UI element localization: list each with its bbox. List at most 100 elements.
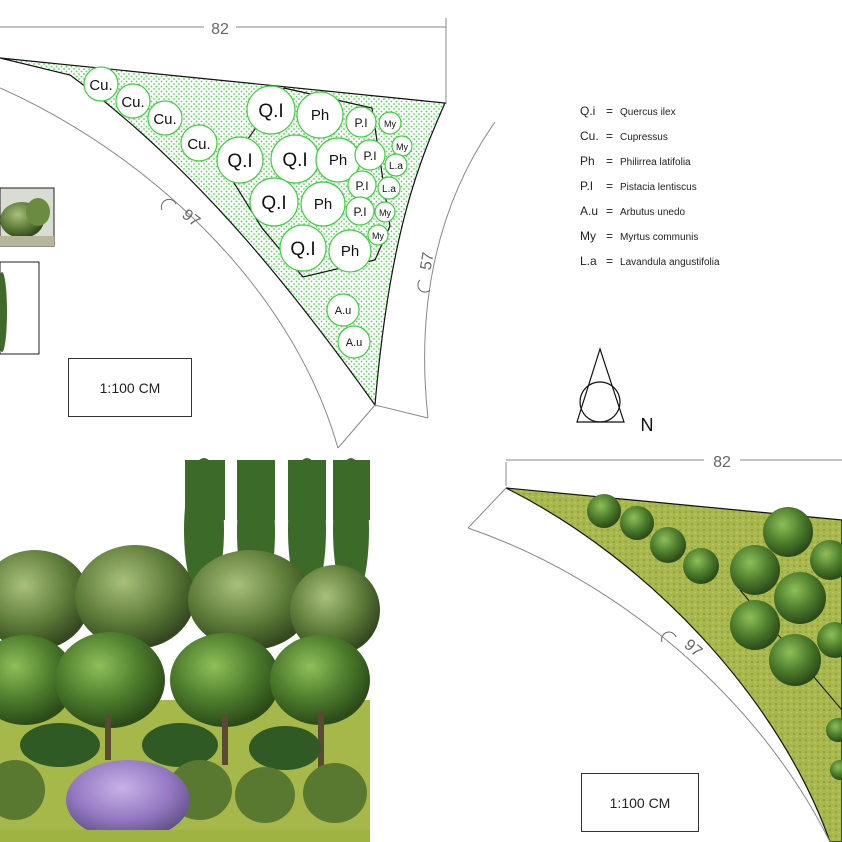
plant-circle-quercus bbox=[249, 177, 299, 227]
legend-equals: = bbox=[606, 104, 614, 118]
legend-equals: = bbox=[606, 254, 614, 268]
plant-label: Ph bbox=[311, 107, 329, 124]
tree-quercus bbox=[774, 572, 826, 624]
plant-label: Q.I bbox=[258, 101, 283, 122]
plant-label: My bbox=[372, 231, 384, 241]
plant-label: Ph bbox=[329, 152, 347, 169]
plant-label: A.u bbox=[335, 305, 352, 317]
dimension-arc-mark bbox=[160, 198, 177, 211]
legend-abbr: Ph bbox=[580, 154, 595, 168]
plant-label: Cu. bbox=[187, 136, 210, 153]
legend-equals: = bbox=[606, 129, 614, 143]
legend-abbr: A.u bbox=[580, 204, 599, 218]
plant-label: My bbox=[379, 208, 391, 218]
legend-row: Ph = Philirrea latifolia bbox=[580, 154, 720, 179]
legend-abbr: Q.i bbox=[580, 104, 596, 118]
legend-row: Cu. = Cupressus bbox=[580, 129, 720, 154]
tree-phillyrea bbox=[810, 540, 842, 580]
plant-circle-phillyrea bbox=[300, 181, 346, 227]
plant-circle-pistacia bbox=[354, 139, 386, 171]
legend-equals: = bbox=[606, 204, 614, 218]
legend-abbr: Cu. bbox=[580, 129, 599, 143]
tree-arbutus bbox=[826, 718, 842, 742]
legend-row: L.a = Lavandula angustifolia bbox=[580, 254, 720, 279]
plant-label: A.u bbox=[346, 337, 363, 349]
elevation-render bbox=[0, 458, 380, 842]
dimension-label-arc: 97 bbox=[179, 206, 204, 230]
legend-name: Cupressus bbox=[620, 132, 668, 143]
plant-circle-cupressus bbox=[180, 124, 218, 162]
tree-cupressus bbox=[587, 494, 621, 528]
legend-equals: = bbox=[606, 154, 614, 168]
outer-arc-right bbox=[424, 121, 496, 419]
plant-circle-phillyrea bbox=[328, 229, 372, 273]
dimension-label-top: 82 bbox=[211, 21, 229, 38]
legend-name: Myrtus communis bbox=[620, 232, 699, 243]
scale-box-top: 1:100 CM bbox=[68, 358, 192, 417]
dimension-arc-mark bbox=[417, 279, 431, 293]
plant-label: P.I bbox=[363, 149, 376, 163]
tree-cupressus bbox=[683, 548, 719, 584]
tree-quercus bbox=[769, 634, 821, 686]
plant-circle-myrtus bbox=[374, 201, 396, 223]
legend-name: Pistacia lentiscus bbox=[620, 182, 697, 193]
legend-name: Lavandula angustifolia bbox=[620, 257, 720, 268]
plant-label: P.I bbox=[355, 179, 368, 193]
legend-row: P.I = Pistacia lentiscus bbox=[580, 179, 720, 204]
legend-name: Arbutus unedo bbox=[620, 207, 686, 218]
arc-connector bbox=[337, 404, 376, 449]
dimension-label-arc: 97 bbox=[681, 636, 706, 661]
tree-cupressus bbox=[620, 506, 654, 540]
plant-circle-lavandula bbox=[384, 153, 408, 177]
plant-circle-quercus bbox=[279, 224, 327, 272]
plant-circle-myrtus bbox=[378, 111, 402, 135]
legend-equals: = bbox=[606, 229, 614, 243]
arc-connector bbox=[374, 404, 429, 419]
plant-label: P.I bbox=[354, 116, 367, 130]
outer-arc-left bbox=[0, 87, 339, 449]
plant-circle-quercus bbox=[216, 136, 264, 184]
legend-abbr: My bbox=[580, 229, 596, 243]
legend-abbr: L.a bbox=[580, 254, 597, 268]
plant-label: Cu. bbox=[153, 111, 176, 128]
plant-circle-lavandula bbox=[377, 176, 401, 200]
scale-box-bottom: 1:100 CM bbox=[581, 773, 699, 832]
species-legend: Q.i = Quercus ilex Cu. = Cupressus Ph = … bbox=[580, 104, 720, 279]
tree-phillyrea bbox=[817, 622, 842, 658]
plant-label: L.a bbox=[389, 161, 403, 172]
plant-circle-pistacia bbox=[345, 106, 377, 138]
legend-row: My = Myrtus communis bbox=[580, 229, 720, 254]
top-plan: Cu. Cu. Cu. Cu. Q.I Q.I Q.I Q.I Q.I Ph P… bbox=[0, 18, 496, 449]
shrub-photo-top bbox=[0, 187, 55, 247]
plant-label: Q.I bbox=[227, 151, 252, 172]
plant-circle-arbutus bbox=[337, 325, 371, 359]
plant-label: Ph bbox=[341, 243, 359, 260]
north-arrow-icon bbox=[576, 347, 625, 423]
plant-label: P.I bbox=[353, 205, 366, 219]
tree-quercus bbox=[763, 507, 813, 557]
plant-label: Cu. bbox=[89, 77, 112, 94]
plant-label: Ph bbox=[314, 196, 332, 213]
arc-connector bbox=[467, 487, 507, 529]
plant-label: Cu. bbox=[121, 94, 144, 111]
legend-row: Q.i = Quercus ilex bbox=[580, 104, 720, 129]
dimension-arc-mark bbox=[661, 631, 677, 643]
plant-circle-cupressus bbox=[115, 83, 151, 119]
plant-label: Q.I bbox=[261, 193, 286, 214]
legend-equals: = bbox=[606, 179, 614, 193]
plant-circle-myrtus bbox=[367, 224, 389, 246]
tree-arbutus bbox=[830, 760, 842, 780]
plant-label: My bbox=[396, 142, 408, 152]
plant-label: Q.I bbox=[282, 150, 307, 171]
shrub-photo-bottom bbox=[0, 261, 40, 355]
tree-quercus bbox=[730, 545, 780, 595]
plant-symbols bbox=[83, 66, 413, 359]
tree-quercus bbox=[730, 600, 780, 650]
plant-circle-phillyrea bbox=[296, 91, 344, 139]
plant-label: L.a bbox=[382, 184, 396, 195]
legend-name: Quercus ilex bbox=[620, 107, 676, 118]
plant-circle-arbutus bbox=[326, 293, 360, 327]
tree-cupressus bbox=[650, 527, 686, 563]
north-label: N bbox=[641, 415, 654, 435]
plant-circle-pistacia bbox=[345, 196, 375, 226]
